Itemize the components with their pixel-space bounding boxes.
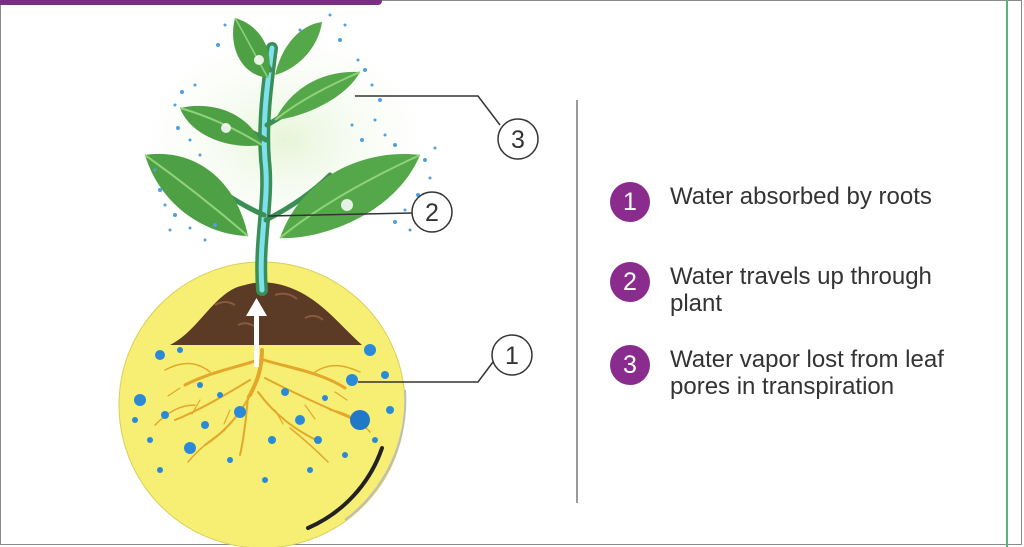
callout-2-number: 2 (425, 199, 439, 227)
legend-3-line-2: pores in transpiration (670, 373, 895, 400)
soil-shadow-arc (306, 446, 384, 530)
legend-text-1: Water absorbed by roots (670, 183, 932, 210)
leaves (144, 17, 421, 239)
callout-1: 1 (491, 334, 533, 376)
roots (154, 348, 371, 463)
legend-2-line-2: plant (670, 290, 723, 317)
legend-3-line-1: Water vapor lost from leaf (670, 346, 944, 373)
stem-water-channel (258, 45, 275, 293)
soil-mound (170, 282, 362, 345)
callout-2: 2 (411, 191, 453, 233)
legend-badge-2: 2 (610, 262, 650, 302)
soil-mound-texture (214, 292, 324, 327)
legend-badge-3: 3 (610, 345, 650, 385)
callout-leaders (267, 95, 501, 383)
vapor-dots (153, 13, 437, 242)
leaf-water-drops (221, 55, 353, 211)
legend-2-line-1: Water travels up through (670, 263, 932, 290)
upward-arrow (246, 298, 267, 367)
callout-3-number: 3 (511, 126, 525, 154)
top-accent-bar (0, 0, 382, 5)
legend-1-line-1: Water absorbed by roots (670, 183, 932, 210)
soil-water-droplets (132, 344, 394, 483)
vertical-divider (576, 100, 578, 503)
soil-outer-arc (344, 389, 407, 521)
legend-badge-1: 1 (610, 182, 650, 222)
right-edge-strip (1006, 0, 1008, 547)
callout-3: 3 (497, 118, 539, 160)
callout-1-number: 1 (505, 342, 519, 370)
legend-text-2: Water travels up through plant (670, 263, 932, 317)
legend-text-3: Water vapor lost from leaf pores in tran… (670, 346, 944, 400)
